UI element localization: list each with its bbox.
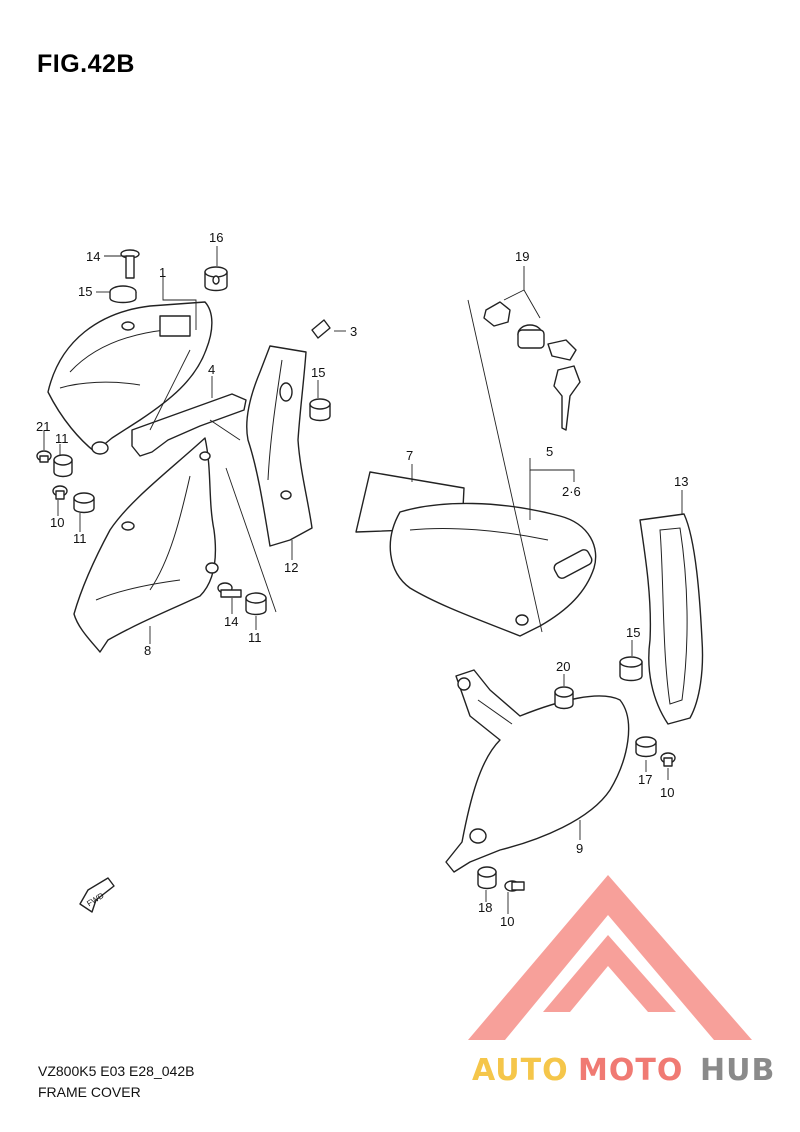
callout-15-mid: 15	[311, 365, 325, 380]
part-17-grommet	[635, 736, 657, 758]
part-15-grommet-mid	[309, 398, 331, 422]
callout-10-b: 10	[660, 785, 674, 800]
callout-20: 20	[556, 659, 570, 674]
callout-15-right: 15	[626, 625, 640, 640]
watermark-text-hub: HUB	[700, 1053, 775, 1088]
callout-13: 13	[674, 474, 688, 489]
callout-11-c: 11	[248, 630, 262, 645]
part-3-collar	[311, 319, 331, 339]
callout-10-a: 10	[50, 515, 64, 530]
watermark-text-moto: MOTO	[578, 1053, 683, 1088]
part-12-bracket	[246, 345, 313, 547]
callout-14: 14	[86, 249, 100, 264]
part-14-screw-top	[120, 249, 140, 279]
watermark-triangle-inner	[543, 935, 676, 1012]
part-4-bracket	[131, 393, 247, 457]
part-9-side-cover-lower	[445, 669, 630, 873]
part-14-screw-lower	[217, 582, 242, 598]
callout-3: 3	[350, 324, 357, 339]
part-20-grommet	[554, 686, 574, 710]
callout-5: 5	[546, 444, 553, 459]
part-13-cover-strip	[639, 513, 704, 725]
watermark-logo: AUTO MOTO HUB	[468, 875, 775, 1088]
part-10-bolt-b	[660, 752, 676, 767]
part-1-frame-cover-upper	[47, 301, 213, 455]
part-15-grommet-top	[109, 285, 137, 304]
section-name: FRAME COVER	[38, 1084, 141, 1100]
part-11-grommet-c	[245, 592, 267, 616]
watermark-text-auto: AUTO	[472, 1053, 569, 1088]
part-8-frame-cover-lower	[73, 437, 219, 653]
callout-2-6: 2·6	[562, 484, 581, 499]
callout-19: 19	[515, 249, 529, 264]
callout-15: 15	[78, 284, 92, 299]
callout-8: 8	[144, 643, 151, 658]
callout-16: 16	[209, 230, 223, 245]
part-10-bolt-c	[504, 880, 525, 892]
callout-11-a: 11	[55, 431, 69, 446]
part-10-bolt-a	[52, 485, 68, 500]
callout-14-lower: 14	[224, 614, 238, 629]
callout-11-b: 11	[73, 531, 87, 546]
callout-7: 7	[406, 448, 413, 463]
fwd-arrow-icon: FWD	[79, 877, 115, 913]
callout-12: 12	[284, 560, 298, 575]
callout-4: 4	[208, 362, 215, 377]
callout-21: 21	[36, 419, 50, 434]
watermark-triangle-outer	[468, 875, 752, 1040]
part-15-grommet-right	[619, 656, 643, 682]
callout-17: 17	[638, 772, 652, 787]
part-11-grommet-a	[53, 454, 73, 478]
callout-10-c: 10	[500, 914, 514, 929]
leader-lines	[43, 246, 683, 914]
callout-numbers: 14 15 16 1 3 4 15 21 11 10 11 8 14 11 12…	[36, 230, 688, 929]
callout-9: 9	[576, 841, 583, 856]
part-19-lock-set	[483, 301, 581, 431]
part-18-grommet	[477, 866, 497, 890]
part-21-bolt	[36, 450, 52, 463]
figure-title: FIG.42B	[37, 50, 135, 78]
part-5-side-cover	[389, 502, 597, 637]
callout-1: 1	[159, 265, 166, 280]
part-11-grommet-b	[73, 492, 95, 514]
model-code: VZ800K5 E03 E28_042B	[38, 1063, 195, 1079]
callout-18: 18	[478, 900, 492, 915]
part-16-grommet	[204, 266, 228, 292]
